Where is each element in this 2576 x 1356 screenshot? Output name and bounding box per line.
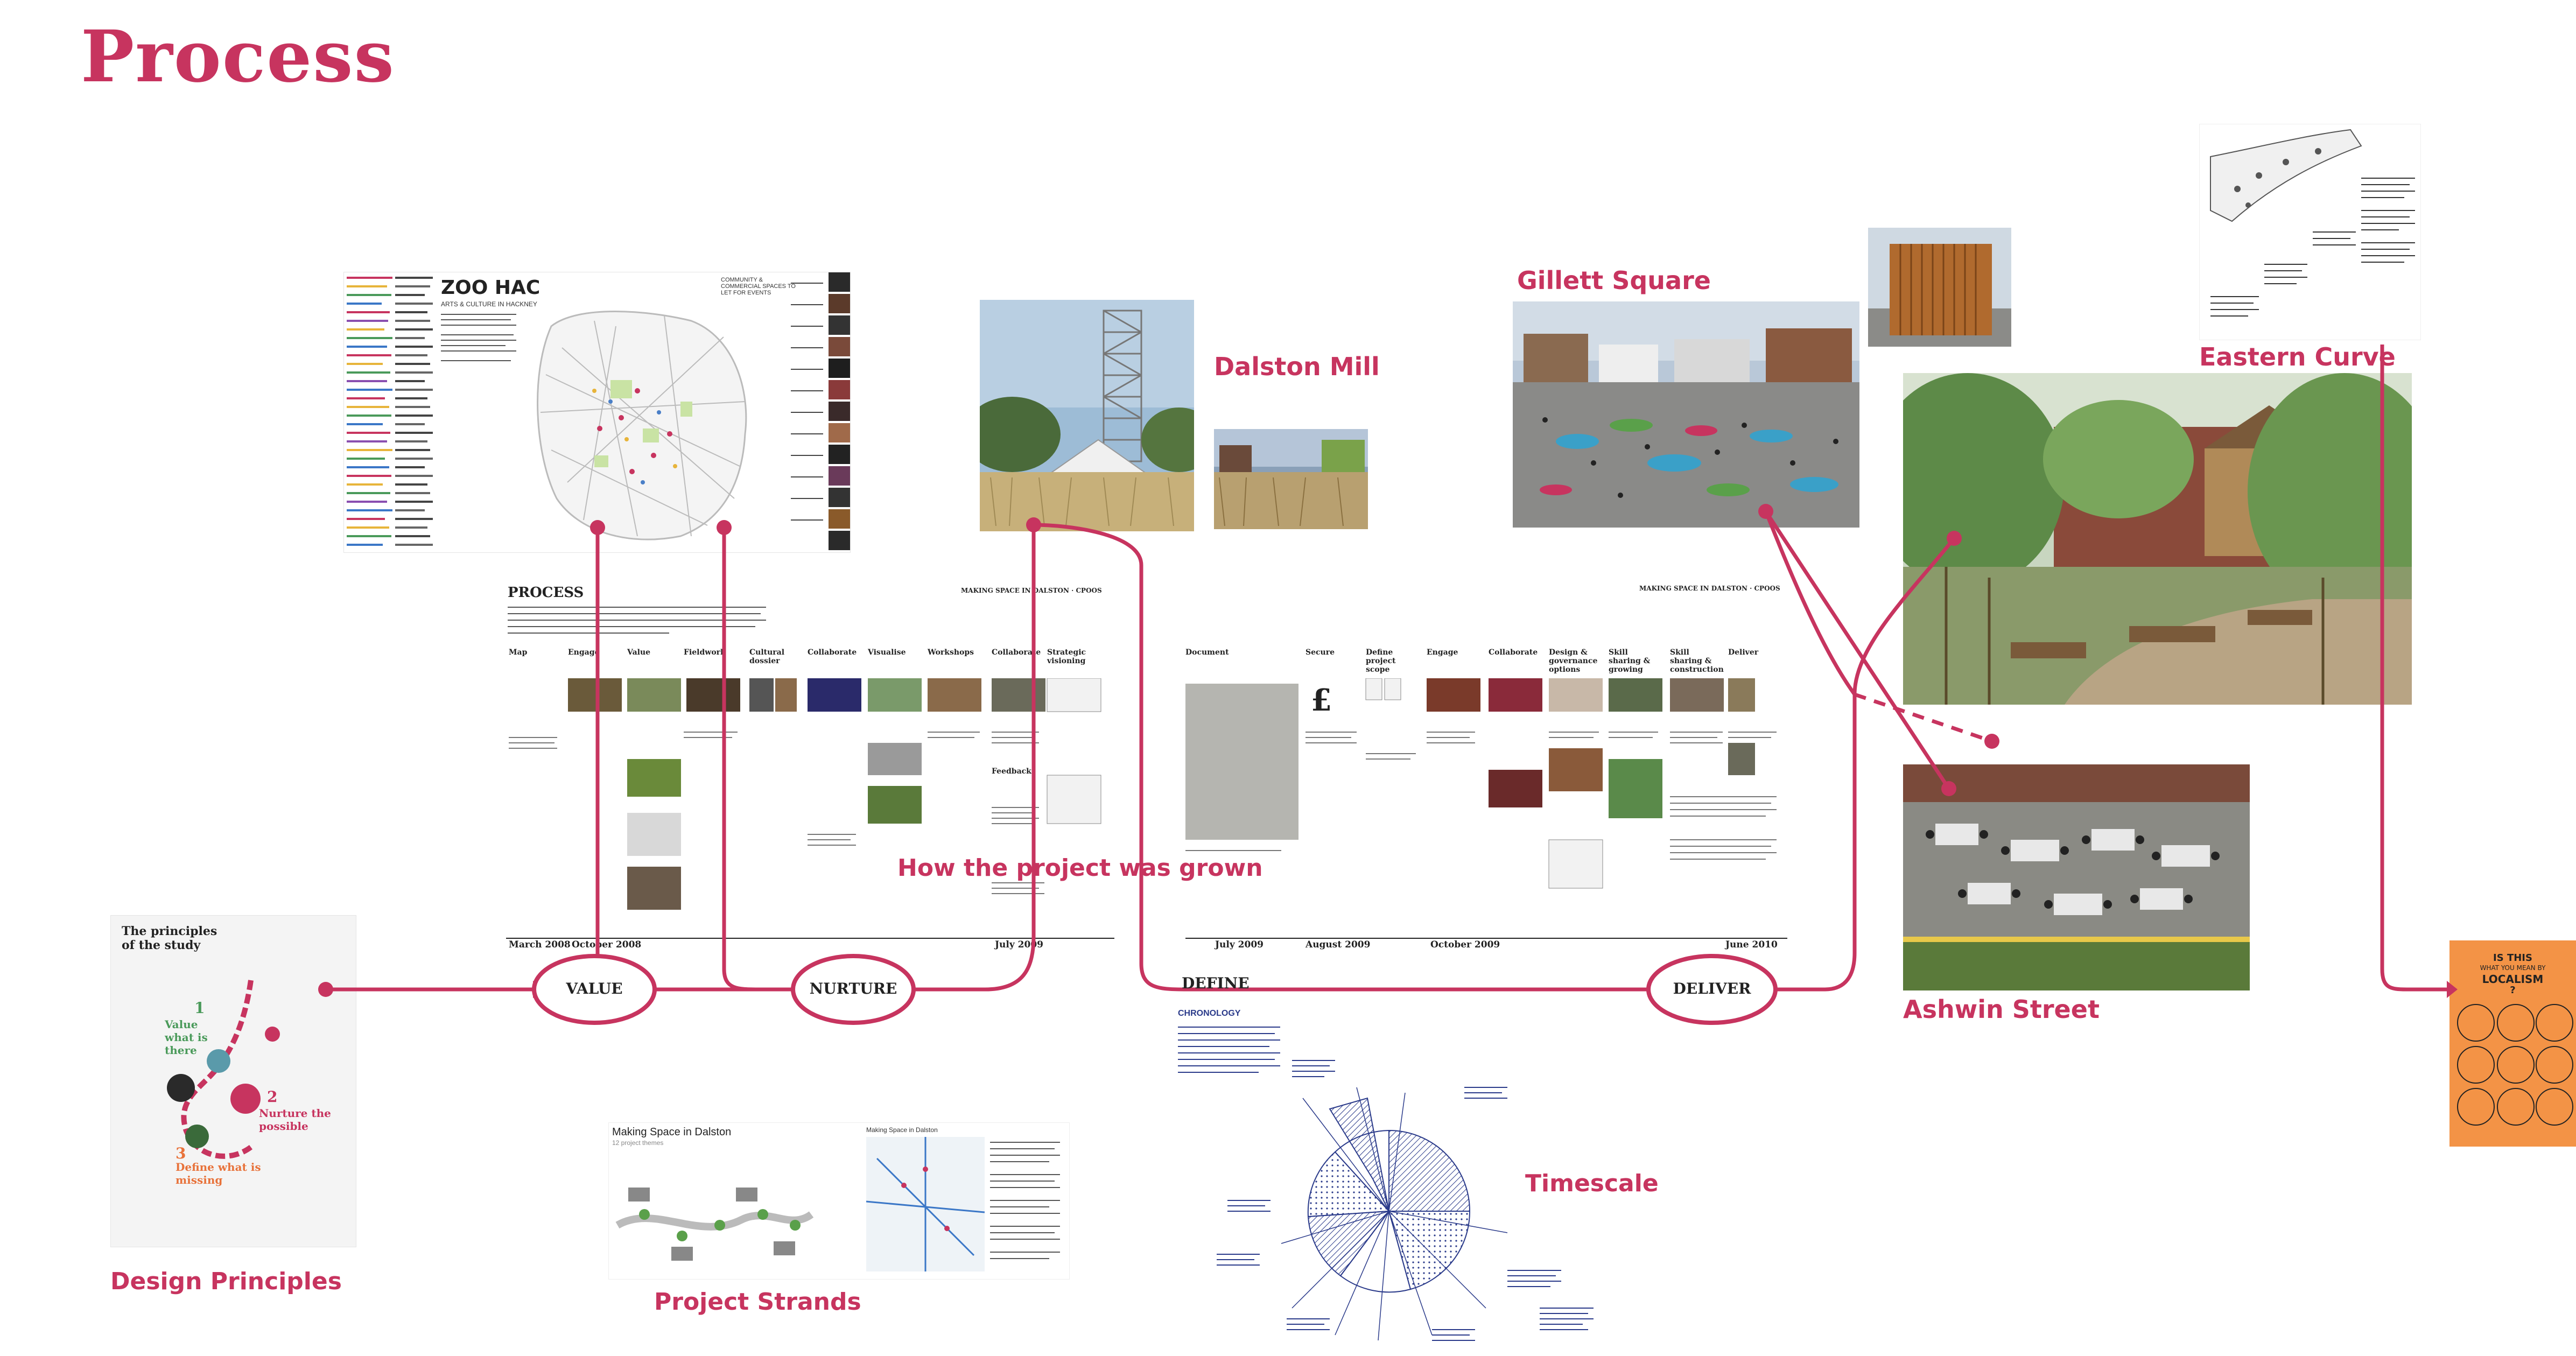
timeline-header-right-1: MAKING SPACE IN DALSTON · CPOOS	[961, 587, 1102, 594]
timeline-col-head: Secure	[1305, 648, 1335, 657]
chronology-card: CHRONOLOGY	[1174, 1007, 1594, 1351]
timeline-col-head: Engage	[568, 648, 600, 657]
principles-graphic	[167, 980, 280, 1159]
timeline-date: July 2009	[1215, 939, 1264, 950]
ashwin-street-photo	[1903, 764, 2250, 990]
page-title: Process	[81, 15, 395, 99]
principles-title-2: of the study	[122, 938, 201, 952]
strands-map-title: Making Space in Dalston	[866, 1126, 938, 1134]
eastern-curve-garden-photo	[1903, 373, 2412, 705]
localism-line4: ?	[2510, 985, 2516, 996]
timeline-heading: PROCESS	[508, 585, 584, 601]
svg-text:£: £	[1311, 683, 1332, 718]
poster-title: ZOO HAC	[441, 277, 541, 299]
localism-circle	[2536, 1004, 2573, 1042]
timeline-col-head: Strategic visioning	[1047, 648, 1086, 665]
label-ashwin-street: Ashwin Street	[1903, 995, 2100, 1024]
dalston-mill-photo	[980, 300, 1194, 531]
process-timeline: PROCESS MAKING SPACE IN DALSTON · CPOOS …	[506, 581, 1787, 969]
strands-subtitle: 12 project themes	[612, 1139, 664, 1147]
timeline-col-head: Collaborate	[1489, 648, 1538, 657]
dalston-mill-site-photo	[1214, 429, 1368, 529]
label-eastern-curve: Eastern Curve	[2199, 342, 2396, 371]
label-how-grown: How the project was grown	[897, 854, 1263, 882]
phase1-images	[509, 678, 1101, 910]
zoo-hac-poster: ZOO HAC ARTS & CULTURE IN HACKNEY COMMUN…	[343, 272, 851, 553]
phase1-axis	[506, 938, 1114, 939]
label-project-strands: Project Strands	[654, 1288, 861, 1316]
timeline-date: October 2008	[572, 939, 642, 950]
timeline-date: October 2009	[1430, 939, 1500, 950]
design-principles-card: The principles of the study 1 Value what…	[110, 915, 356, 1247]
localism-circle	[2536, 1088, 2573, 1126]
timeline-col-head: Collaborate	[992, 648, 1041, 657]
stage-deliver: DELIVER	[1673, 980, 1751, 997]
principle-2-num: 2	[267, 1088, 278, 1106]
principles-title-1: The principles	[122, 924, 217, 938]
label-gillett-square: Gillett Square	[1517, 266, 1711, 295]
chronology-intro-text	[1178, 1027, 1280, 1073]
timeline-col-head: Map	[509, 648, 528, 657]
gillett-square-photo	[1513, 301, 1859, 528]
timeline-date: June 2010	[1725, 939, 1778, 950]
principle-3: Define what is missing	[176, 1161, 261, 1186]
timeline-col-head: Fieldwork	[684, 648, 726, 657]
timeline-col-head: Collaborate	[808, 648, 857, 657]
timeline-feedback: Feedback	[992, 767, 1031, 776]
localism-circle	[2497, 1088, 2535, 1126]
stage-value: VALUE	[566, 980, 623, 997]
localism-line3: LOCALISM	[2482, 973, 2544, 986]
stage-define: DEFINE	[1182, 974, 1250, 992]
stage-nurture: NURTURE	[809, 980, 897, 997]
label-dalston-mill: Dalston Mill	[1214, 352, 1380, 381]
timeline-col-head: Document	[1185, 648, 1229, 657]
label-design-principles: Design Principles	[110, 1268, 342, 1295]
listing-columns	[347, 277, 433, 546]
timeline-date: July 2009	[995, 939, 1043, 950]
timeline-col-head: Workshops	[928, 648, 974, 657]
timeline-col-head: Design & governance options	[1549, 648, 1598, 674]
localism-circle	[2457, 1004, 2495, 1042]
timeline-col-head: Engage	[1427, 648, 1458, 657]
chronology-title: CHRONOLOGY	[1178, 1009, 1241, 1018]
principle-1-num: 1	[194, 999, 205, 1017]
poster-body-text	[441, 314, 516, 361]
localism-circle	[2497, 1004, 2535, 1042]
strands-title: Making Space in Dalston	[612, 1126, 732, 1138]
localism-card: IS THIS WHAT YOU MEAN BY LOCALISM ?	[2449, 940, 2576, 1147]
timeline-col-head: Value	[627, 648, 651, 657]
localism-circle	[2457, 1046, 2495, 1084]
timeline-date: March 2008	[509, 939, 571, 950]
project-strands-card: Making Space in Dalston 12 project theme…	[608, 1122, 1070, 1280]
principle-2: Nurture the possible	[259, 1107, 331, 1133]
localism-circle	[2536, 1046, 2573, 1084]
phase2-axis	[1185, 938, 1787, 939]
principle-1: Value what is there	[165, 1018, 208, 1057]
poster-legend: COMMUNITY & COMMERCIAL SPACES TO LET FOR…	[721, 277, 796, 296]
localism-line2: WHAT YOU MEAN BY	[2480, 964, 2546, 972]
label-timescale: Timescale	[1525, 1170, 1659, 1197]
localism-line1: IS THIS	[2493, 952, 2532, 964]
event-thumbnails	[791, 272, 850, 550]
timeline-col-head: Deliver	[1728, 648, 1759, 657]
dalston-map	[537, 311, 747, 540]
timeline-date: August 2009	[1305, 939, 1371, 950]
container-photo	[1868, 228, 2011, 347]
localism-circle	[2457, 1088, 2495, 1126]
timeline-col-head: Skill sharing & construction	[1670, 648, 1724, 674]
strands-diagram	[615, 1188, 814, 1261]
timeline-col-head: Skill sharing & growing	[1609, 648, 1651, 674]
localism-circle	[2497, 1046, 2535, 1084]
strands-map	[866, 1137, 1060, 1271]
timeline-col-head: Cultural dossier	[749, 648, 785, 665]
poster-subtitle: ARTS & CULTURE IN HACKNEY	[441, 300, 537, 308]
timeline-header-right-2: MAKING SPACE IN DALSTON · CPOOS	[1639, 585, 1780, 592]
timeline-col-head: Define project scope	[1366, 648, 1396, 674]
principle-3-num: 3	[176, 1144, 186, 1162]
chronology-pie	[1217, 1060, 1594, 1341]
timeline-col-head: Visualise	[868, 648, 906, 657]
eastern-curve-plan	[2199, 124, 2421, 340]
phase2-images: £	[1185, 678, 1777, 889]
